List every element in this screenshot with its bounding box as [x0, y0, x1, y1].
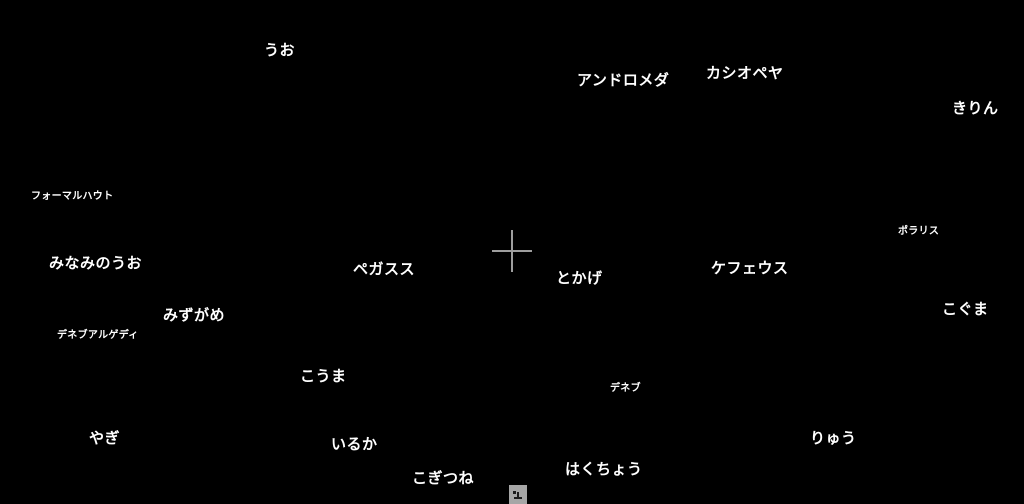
constellation-label-lacerta: とかげ — [556, 270, 603, 287]
constellation-label-ursa-minor: こぐま — [942, 301, 989, 318]
constellation-label-equuleus: こうま — [300, 368, 347, 385]
constellation-label-cassiopeia: カシオペヤ — [706, 65, 784, 82]
toolbar-peek-icon — [513, 491, 516, 494]
toolbar-peek-icon — [514, 497, 522, 499]
toolbar-peek-icon — [517, 492, 519, 498]
star-label-polaris: ポラリス — [898, 226, 940, 237]
crosshair-vertical-bar — [511, 230, 513, 272]
constellation-label-pisces: うお — [264, 42, 296, 59]
star-label-deneb: デネブ — [610, 383, 641, 394]
constellation-label-piscis-austrinus: みなみのうお — [49, 255, 143, 272]
constellation-label-draco: りゅう — [810, 430, 857, 447]
toolbar-peek-button[interactable] — [509, 485, 527, 504]
constellation-label-pegasus: ペガスス — [353, 261, 416, 278]
star-label-fomalhaut: フォーマルハウト — [31, 191, 114, 202]
constellation-label-andromeda: アンドロメダ — [577, 72, 670, 89]
constellation-label-camelopardalis: きりん — [952, 100, 999, 117]
constellation-label-vulpecula: こぎつね — [412, 470, 475, 487]
star-label-deneb-algedi: デネブアルゲディ — [57, 330, 139, 341]
constellation-label-cepheus: ケフェウス — [711, 260, 789, 277]
constellation-label-aquarius: みずがめ — [163, 307, 226, 324]
constellation-label-cygnus: はくちょう — [565, 461, 643, 478]
constellation-label-delphinus: いるか — [331, 436, 378, 453]
constellation-label-capricornus: やぎ — [89, 430, 121, 447]
